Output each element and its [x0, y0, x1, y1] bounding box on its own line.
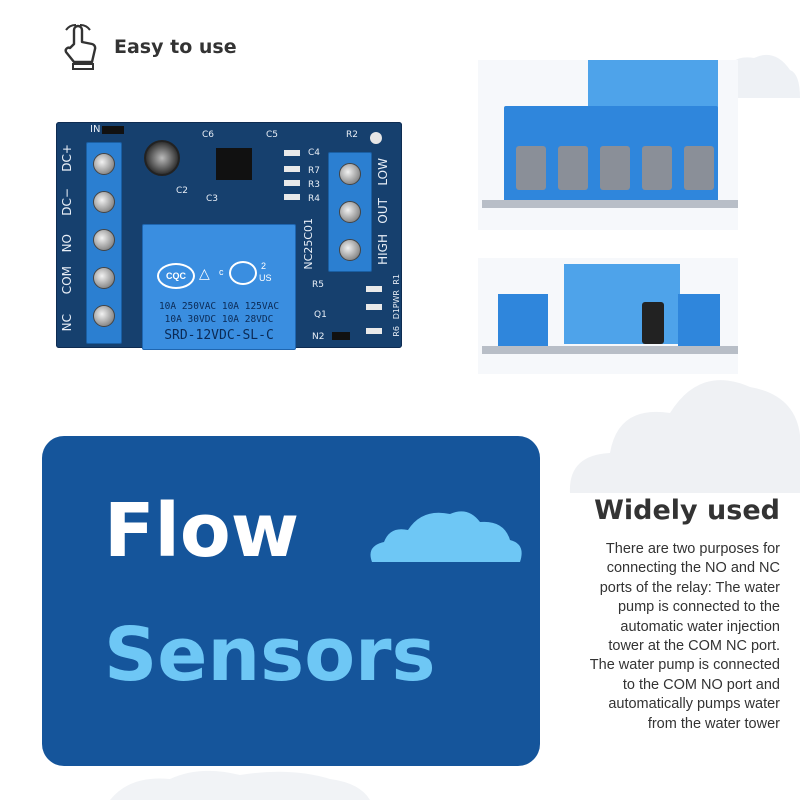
cloud-decoration-icon: [110, 770, 370, 800]
smd-resistor: [366, 286, 382, 292]
terminal-screw: [93, 305, 115, 327]
label-c6: C6: [202, 130, 215, 140]
label-pwr: PWR: [392, 290, 401, 309]
label-dc-minus: DC−: [60, 188, 74, 216]
label-c2: C2: [176, 186, 189, 196]
cloud-icon: [370, 511, 522, 562]
relay-rating-line: 10A 30VDC 10A 28VDC: [164, 314, 274, 325]
warning-triangle-icon: △: [199, 265, 210, 281]
relay-rating-line: 10A 250VAC 10A 125VAC: [158, 301, 280, 312]
label-out: OUT: [376, 198, 390, 224]
label-c3: C3: [206, 194, 219, 204]
terminal-slot: [516, 146, 546, 190]
terminal-block: [498, 294, 548, 348]
banner-title-line2: Sensors: [104, 612, 436, 698]
terminal-slot: [642, 146, 672, 190]
label-r1: R1: [392, 274, 401, 285]
terminal-slot: [684, 146, 714, 190]
label-q1: Q1: [314, 310, 327, 320]
label-no: NO: [60, 234, 74, 253]
label-d1: D1: [392, 308, 401, 320]
label-high: HIGH: [376, 234, 390, 265]
easy-to-use-header: Easy to use: [60, 24, 237, 70]
flow-sensors-banner: [42, 436, 540, 766]
smd-resistor: [284, 180, 300, 186]
description-line: tower at the COM NC port.: [608, 638, 780, 655]
terminal-screw: [93, 191, 115, 213]
terminal-block: [678, 294, 720, 348]
description-line: automatically pumps water: [608, 696, 780, 713]
relay-module-board: DC+ DC− NO COM NC IN C6 C5 R2 C4 C2 C3 R…: [56, 122, 402, 350]
smd-resistor: [366, 304, 382, 310]
terminal-slot: [558, 146, 588, 190]
terminal-slot: [600, 146, 630, 190]
terminal-side-photo-2: [478, 258, 738, 374]
smd-resistor: [284, 194, 300, 200]
terminal-screw: [93, 229, 115, 251]
label-c4: C4: [308, 148, 321, 158]
board-edge: [482, 346, 738, 354]
label-dc-plus: DC+: [60, 144, 74, 172]
terminal-screw: [339, 239, 361, 261]
label-com: COM: [60, 266, 74, 295]
mounting-hole: [370, 132, 382, 144]
ic-chip: [216, 148, 252, 180]
c-mark: c: [219, 267, 224, 277]
label-r6: R6: [392, 326, 401, 337]
label-n2: N2: [312, 332, 325, 342]
relay: CQC △ c 2 US 10A 250VAC 10A 125VAC 10A 3…: [142, 224, 296, 350]
hand-pointer-icon: [64, 24, 97, 70]
smd-resistor: [284, 150, 300, 156]
relay-model: SRD-12VDC-SL-C: [164, 328, 274, 343]
board-model-label: NC25C01: [302, 218, 315, 270]
banner-title-line1: Flow: [104, 488, 300, 574]
board-edge: [482, 200, 738, 208]
capacitor: [144, 140, 180, 176]
terminal-screw: [339, 163, 361, 185]
terminal-side-photo: [478, 60, 738, 230]
mark-two: 2: [261, 261, 267, 271]
terminal-screw: [93, 153, 115, 175]
left-terminal-block: [86, 142, 122, 344]
diode: [102, 126, 124, 134]
widely-used-description: There are two purposes for connecting th…: [560, 540, 780, 734]
smd-resistor: [284, 166, 300, 172]
label-r2: R2: [346, 130, 358, 140]
cqc-mark: CQC: [157, 263, 195, 289]
description-line: to the COM NO port and: [622, 676, 780, 693]
diode: [332, 332, 350, 340]
description-line: The water pump is connected: [589, 657, 780, 674]
description-line: automatic water injection: [620, 618, 780, 635]
widely-used-title: Widely used: [594, 495, 780, 526]
cloud-decoration-icon: [569, 380, 800, 493]
smd-resistor: [366, 328, 382, 334]
label-in: IN: [90, 124, 101, 135]
label-r7: R7: [308, 166, 320, 176]
terminal-screw: [93, 267, 115, 289]
us-mark: US: [259, 273, 272, 283]
capacitor: [642, 302, 664, 344]
ul-mark-icon: [229, 261, 257, 285]
relay-body: [588, 60, 718, 110]
label-c5: C5: [266, 130, 279, 140]
terminal-screw: [339, 201, 361, 223]
description-line: connecting the NO and NC: [606, 560, 780, 577]
label-r4: R4: [308, 194, 320, 204]
description-line: There are two purposes for: [605, 541, 780, 557]
easy-to-use-label: Easy to use: [114, 36, 237, 58]
label-nc: NC: [60, 314, 74, 332]
label-low: LOW: [376, 158, 390, 186]
label-r5: R5: [312, 280, 324, 290]
right-terminal-block: [328, 152, 372, 272]
description-line: pump is connected to the: [617, 599, 780, 616]
description-line: from the water tower: [647, 715, 780, 732]
description-line: ports of the relay: The water: [599, 579, 780, 596]
label-r3: R3: [308, 180, 320, 190]
